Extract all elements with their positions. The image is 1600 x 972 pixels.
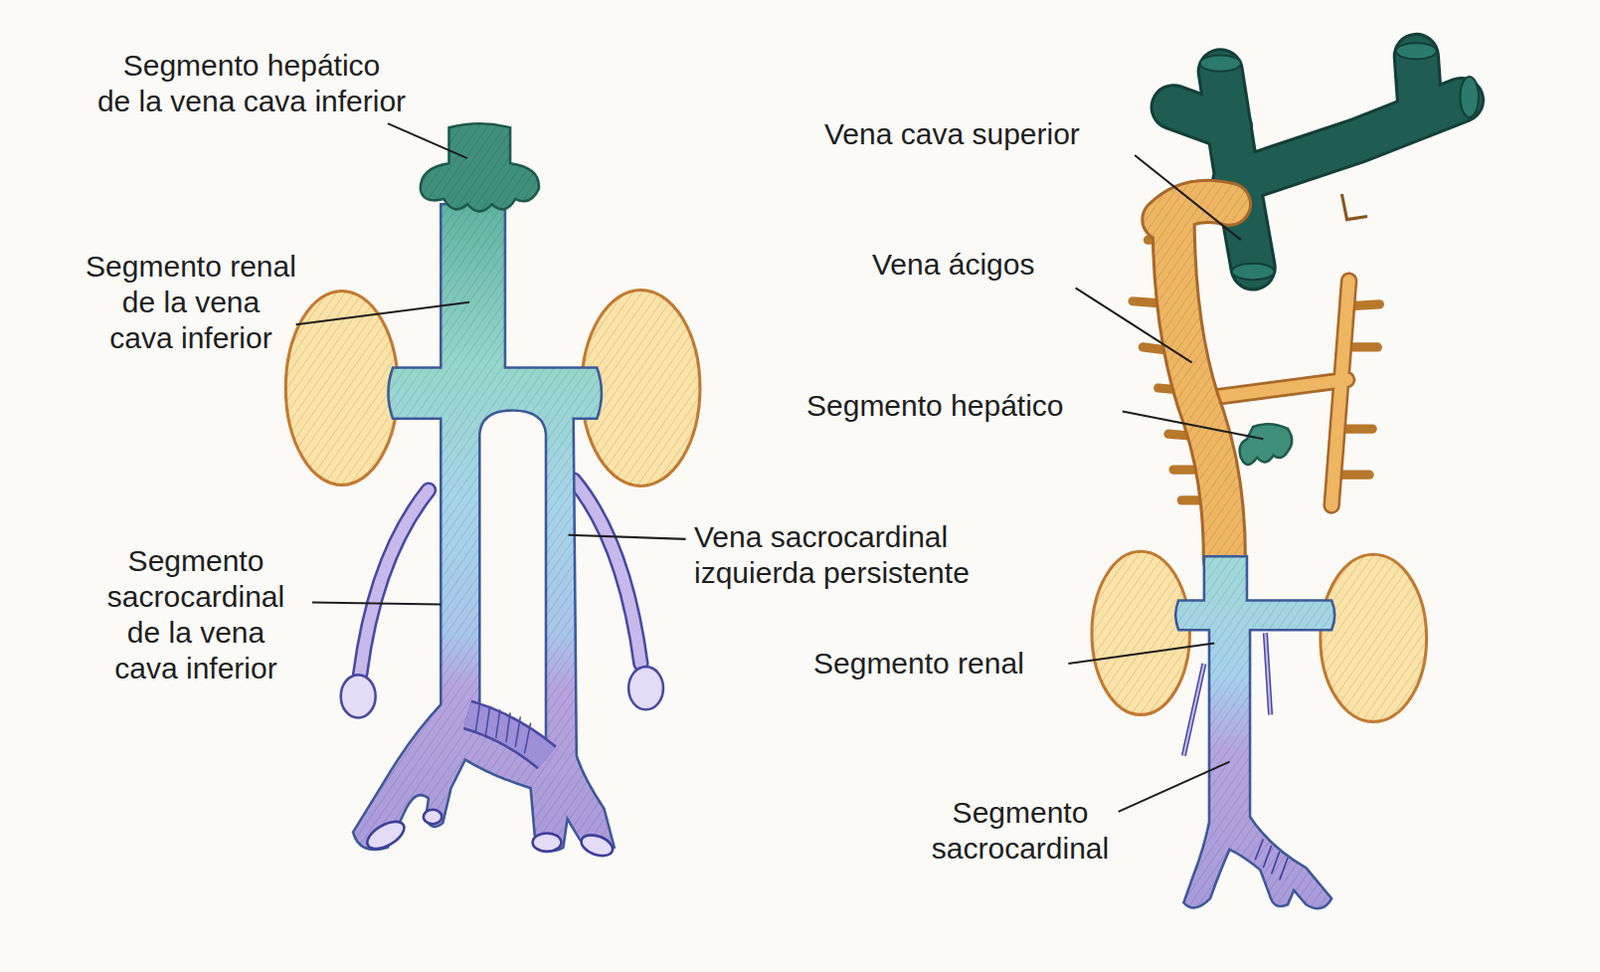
label-line: sacrocardinal xyxy=(107,578,285,615)
leader-lines xyxy=(296,123,1264,812)
label-line: cava inferior xyxy=(85,320,297,356)
label-line: izquierda persistente xyxy=(694,554,970,591)
anatomy-label: Vena sacrocardinal izquierda persistente xyxy=(694,519,970,591)
anatomy-label: Segmento renal de la vena cava inferior xyxy=(85,248,297,356)
label-line: Segmento hepático xyxy=(97,47,406,84)
label-line: Vena sacrocardinal xyxy=(694,519,970,555)
label-line: de la vena xyxy=(85,284,297,321)
anatomy-label: Segmento hepático de la vena cava inferi… xyxy=(97,47,406,120)
label-line: Vena cava superior xyxy=(824,116,1080,153)
label-line: Vena ácigos xyxy=(872,246,1035,283)
label-line: de la vena cava inferior xyxy=(97,83,406,120)
anatomy-label: Vena cava superior xyxy=(824,116,1080,153)
anatomy-label: Segmento sacrocardinal de la vena cava i… xyxy=(107,542,285,687)
anatomy-label: Segmento renal xyxy=(813,645,1025,682)
label-line: Segmento renal xyxy=(813,645,1025,682)
anatomy-label: Segmento sacrocardinal xyxy=(931,794,1109,867)
anatomy-label: Vena ácigos xyxy=(872,246,1035,283)
label-line: Segmento renal xyxy=(85,248,297,285)
label-line: Segmento hepático xyxy=(806,387,1065,424)
label-line: Segmento xyxy=(931,794,1109,831)
label-line: Segmento xyxy=(107,542,285,579)
label-line: de la vena xyxy=(107,614,285,651)
label-line: cava inferior xyxy=(107,650,285,687)
anatomy-label: Segmento hepático xyxy=(806,387,1065,424)
label-line: sacrocardinal xyxy=(931,830,1109,867)
